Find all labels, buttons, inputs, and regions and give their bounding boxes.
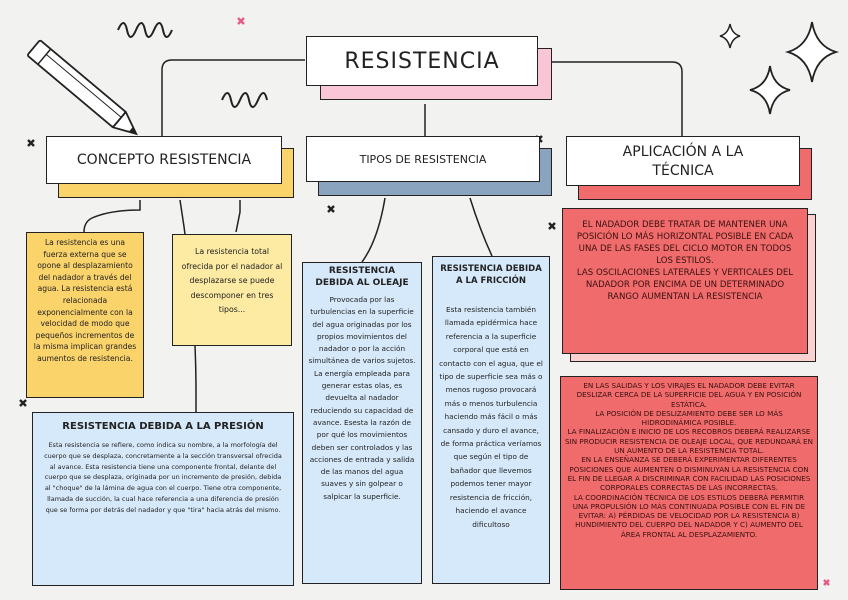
presion-title: RESISTENCIA DEBIDA A LA PRESIÓN — [62, 421, 264, 432]
aplicacion-block-1-text: EL NADADOR DEBE TRATAR DE MANTENER UNA P… — [576, 220, 794, 266]
concepto-total-card: La resistencia total ofrecida por el nad… — [172, 234, 292, 346]
presion-card: RESISTENCIA DEBIDA A LA PRESIÓN Esta res… — [32, 412, 294, 586]
aplicacion-item: LA POSICIÓN DE DESLIZAMIENTO DEBE SER LO… — [595, 408, 783, 428]
aplicacion-block-1: EL NADADOR DEBE TRATAR DE MANTENER UNA P… — [562, 208, 808, 354]
aplicacion-block-list: EN LAS SALIDAS Y LOS VIRAJES EL NADADOR … — [560, 376, 818, 590]
aplicacion-header-line2: TÉCNICA — [652, 163, 714, 179]
oleaje-title-line2: DEBIDA AL OLEAJE — [315, 278, 409, 288]
friccion-title-line2: A LA FRICCIÓN — [456, 276, 526, 286]
plus-mark — [27, 139, 35, 147]
oleaje-text: Provocada por las turbulencias en la sup… — [308, 295, 416, 501]
sparkle-icon — [749, 65, 791, 115]
concepto-header: CONCEPTO RESISTENCIA — [46, 136, 282, 184]
aplicacion-item: EN LA ENSEÑANZA SE DEBERÁ EXPERIMENTAR D… — [567, 455, 811, 493]
tipos-header: TIPOS DE RESISTENCIA — [306, 136, 540, 182]
squiggle-doodle — [221, 92, 268, 108]
plus-mark — [548, 222, 556, 230]
page-title: RESISTENCIA — [306, 36, 538, 86]
sparkle-icon — [784, 21, 840, 83]
plus-mark — [327, 205, 335, 213]
plus-mark — [19, 399, 27, 407]
aplicacion-header-line1: APLICACIÓN A LA — [622, 144, 744, 160]
friccion-title: RESISTENCIA DEBIDA A LA FRICCIÓN — [438, 263, 544, 287]
squiggle-doodle — [117, 22, 173, 38]
pencil-doodle — [27, 39, 138, 136]
oleaje-title: RESISTENCIA DEBIDA AL OLEAJE — [308, 265, 416, 289]
plus-mark — [237, 17, 245, 25]
aplicacion-item: LA FINALIZACIÓN E INICIO DE LOS RECOBROS… — [565, 427, 813, 456]
friccion-text: Esta resistencia también llamada epidérm… — [439, 305, 543, 529]
aplicacion-header: APLICACIÓN A LA TÉCNICA — [566, 136, 800, 186]
sparkle-icon — [719, 23, 741, 49]
friccion-card: RESISTENCIA DEBIDA A LA FRICCIÓN Esta re… — [432, 256, 550, 584]
aplicacion-block-2-text: LAS OSCILACIONES LATERALES Y VERTICALES … — [576, 268, 794, 302]
plus-mark — [823, 579, 830, 586]
concepto-definicion-card: La resistencia es una fuerza externa que… — [26, 232, 144, 398]
aplicacion-item: EN LAS SALIDAS Y LOS VIRAJES EL NADADOR … — [576, 381, 802, 409]
presion-text: Esta resistencia se refiere, como indica… — [44, 441, 282, 514]
oleaje-card: RESISTENCIA DEBIDA AL OLEAJE Provocada p… — [302, 262, 422, 584]
oleaje-title-line1: RESISTENCIA — [328, 266, 396, 276]
aplicacion-item: LA COORDINACIÓN TÉCNICA DE LOS ESTILOS D… — [572, 492, 806, 539]
friccion-title-line1: RESISTENCIA DEBIDA — [440, 264, 542, 274]
